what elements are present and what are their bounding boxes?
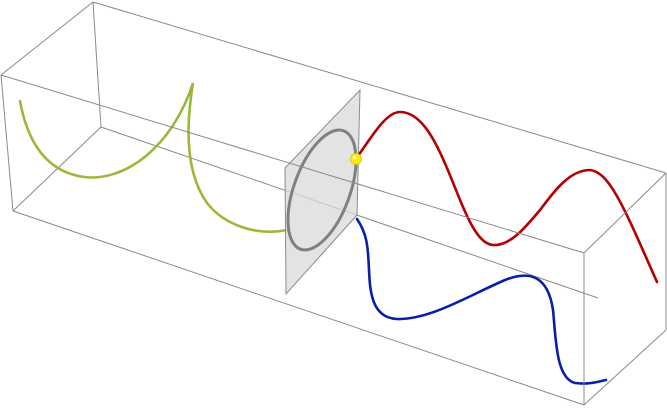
cross-section-plane — [284, 88, 361, 296]
point-highlight — [352, 155, 357, 160]
point-dot — [350, 153, 362, 165]
box-edge-back-0 — [92, 1, 667, 174]
projection-circle — [286, 128, 358, 252]
box-edge-front-1 — [0, 74, 14, 212]
sine-wave-curve — [353, 110, 659, 284]
moving-point — [350, 153, 362, 165]
box-edge-front-4 — [583, 172, 667, 254]
box-edge-front-3 — [12, 210, 585, 406]
box-edge-back-1 — [92, 1, 102, 128]
box-edge-front-0 — [0, 1, 94, 76]
cosine-wave-curve — [355, 217, 608, 385]
box-edge-front-6 — [583, 329, 667, 406]
box-edge-front-2 — [0, 74, 585, 254]
plane-face — [284, 88, 361, 296]
helix-curve — [18, 82, 289, 234]
box-edge-back-3 — [12, 126, 102, 212]
